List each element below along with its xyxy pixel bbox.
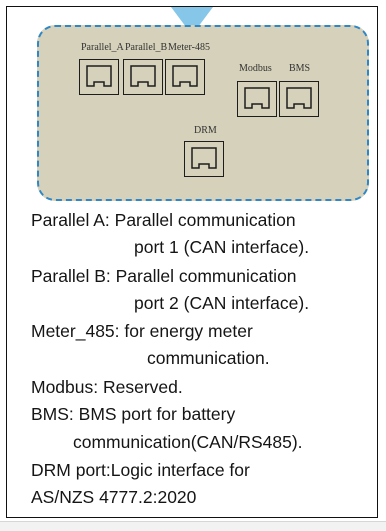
parallel-b-port bbox=[123, 59, 163, 95]
rj45-port-icon bbox=[244, 87, 270, 109]
communication-port-panel: Parallel_A Parallel_B Meter-485 Modbus B… bbox=[37, 25, 369, 201]
drm-port bbox=[184, 141, 224, 177]
port-label-drm: DRM bbox=[194, 125, 217, 136]
meter-485-description-line-2: communication. bbox=[147, 348, 270, 368]
drm-description-line-1: DRM port:Logic interface for bbox=[31, 460, 250, 480]
pointer-arrow-icon bbox=[171, 7, 213, 35]
bms-description-line-2: communication(CAN/RS485). bbox=[73, 432, 303, 452]
parallel-a-port bbox=[79, 59, 119, 95]
parallel-a-description-line-1: Parallel A: Parallel communication bbox=[31, 210, 296, 230]
meter-485-port bbox=[165, 59, 205, 95]
port-label-parallel-b: Parallel_B bbox=[125, 42, 168, 53]
port-label-meter-485: Meter-485 bbox=[168, 42, 211, 53]
port-description: Parallel A: Parallel communication port … bbox=[7, 7, 379, 519]
rj45-port-icon bbox=[191, 147, 217, 169]
port-label-modbus: Modbus bbox=[239, 63, 272, 74]
parallel-a-description-line-2: port 1 (CAN interface). bbox=[134, 237, 310, 257]
rj45-port-icon bbox=[86, 65, 112, 87]
modbus-description: Modbus: Reserved. bbox=[31, 377, 183, 397]
rj45-port-icon bbox=[286, 87, 312, 109]
rj45-port-icon bbox=[172, 65, 198, 87]
diagram-frame: Parallel_A Parallel_B Meter-485 Modbus B… bbox=[6, 6, 378, 518]
bms-description-line-1: BMS: BMS port for battery bbox=[31, 404, 236, 424]
meter-485-description-line-1: Meter_485: for energy meter bbox=[31, 321, 253, 341]
rj45-port-icon bbox=[130, 65, 156, 87]
bottom-edge-strip bbox=[0, 521, 386, 531]
bms-port bbox=[279, 81, 319, 117]
port-label-bms: BMS bbox=[289, 63, 311, 74]
port-label-parallel-a: Parallel_A bbox=[81, 42, 124, 53]
drm-description-line-2: AS/NZS 4777.2:2020 bbox=[31, 487, 197, 507]
parallel-b-description-line-1: Parallel B: Parallel communication bbox=[31, 266, 297, 286]
parallel-b-description-line-2: port 2 (CAN interface). bbox=[134, 293, 310, 313]
modbus-port bbox=[237, 81, 277, 117]
